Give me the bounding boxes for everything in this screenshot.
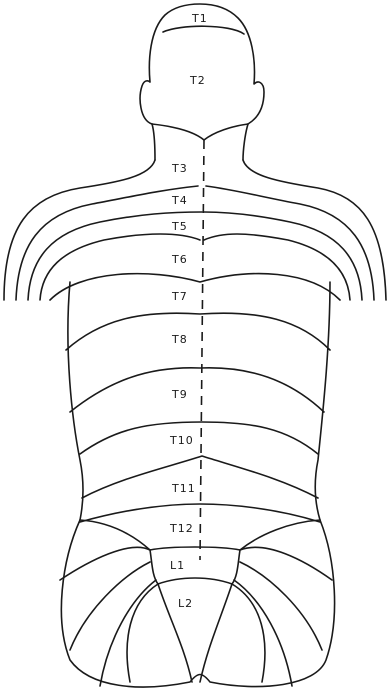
label-t10: T10 <box>169 434 194 447</box>
neck-right <box>243 124 248 160</box>
right-buttock-arc-1 <box>240 520 320 550</box>
left-buttock-arc-1 <box>80 520 150 550</box>
t8-t9-boundary <box>70 368 324 412</box>
label-t11: T11 <box>171 482 196 495</box>
label-t8: T8 <box>171 333 188 346</box>
right-buttock-arc-2 <box>240 547 332 580</box>
torso-right <box>315 282 330 520</box>
neck-left <box>152 124 155 160</box>
t7-t8-boundary <box>66 313 330 350</box>
t1-boundary <box>163 26 244 34</box>
label-t3: T3 <box>171 162 188 175</box>
label-t1: T1 <box>191 12 208 25</box>
label-l2: L2 <box>178 597 193 610</box>
arm-arc-right-1 <box>206 186 374 300</box>
shoulder-left <box>4 160 155 300</box>
label-t7: T7 <box>171 290 188 303</box>
label-t2: T2 <box>189 74 206 87</box>
c-boundary <box>152 124 248 140</box>
arm-arc-right-2 <box>204 212 362 300</box>
label-t12: T12 <box>169 522 194 535</box>
t9-t10-boundary <box>80 422 318 454</box>
torso-left <box>68 282 83 520</box>
l1-l2-boundary <box>158 578 232 584</box>
label-t5: T5 <box>171 220 188 233</box>
label-t4: T4 <box>171 194 188 207</box>
l2-region <box>127 584 265 682</box>
l2-gluteal-cleft-right <box>200 584 232 682</box>
t6-t7-boundary <box>50 274 340 300</box>
label-t9: T9 <box>171 388 188 401</box>
label-t6: T6 <box>171 253 188 266</box>
spine-midline <box>200 140 204 560</box>
left-buttock-arc-2 <box>60 547 150 580</box>
label-l1: L1 <box>170 559 185 572</box>
right-buttock-arc-3 <box>240 562 322 650</box>
